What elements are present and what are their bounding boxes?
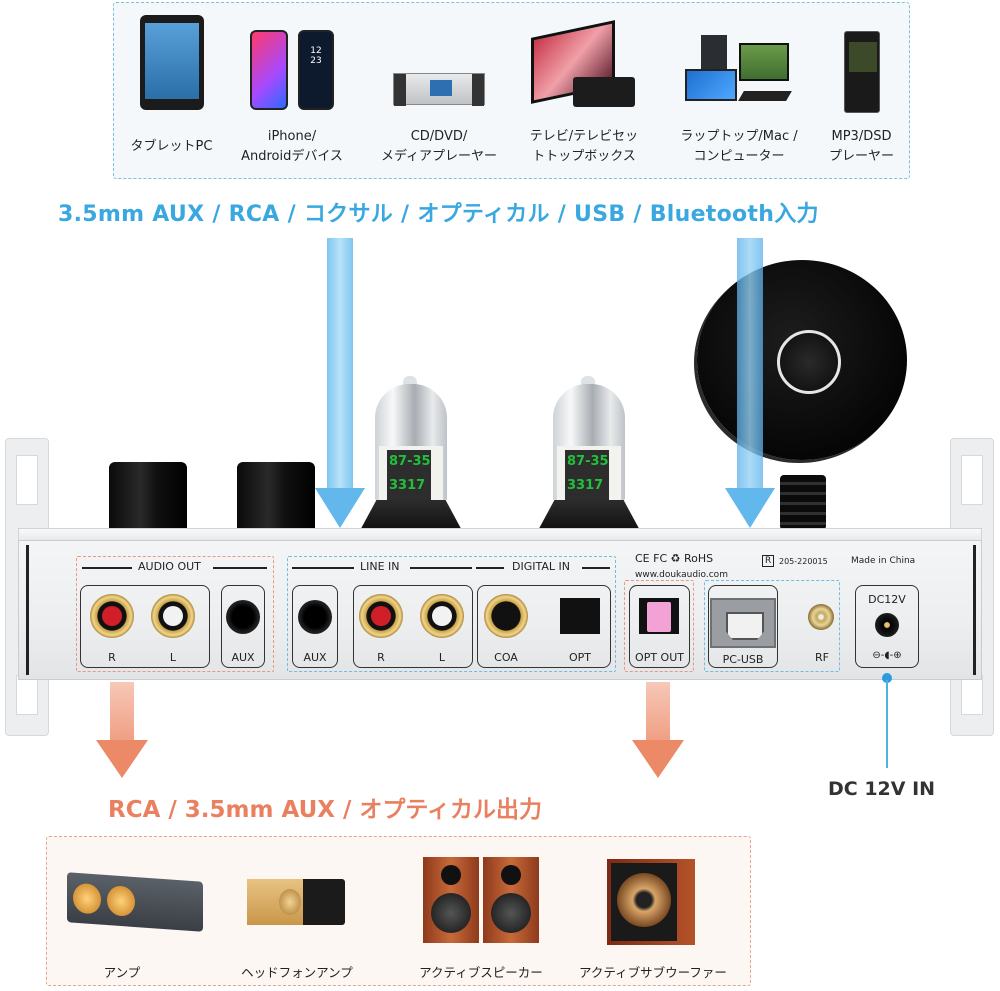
- line-in-title: LINE IN: [360, 560, 400, 573]
- opt-out-label: OPT OUT: [635, 651, 684, 664]
- tube-print-bottom: 3317: [389, 478, 426, 493]
- line-in-l-label: L: [438, 651, 446, 664]
- rf-label: RF: [815, 651, 829, 664]
- audio-out-aux-jack[interactable]: [226, 600, 260, 634]
- output-arrow-right: [646, 682, 670, 742]
- source-label: MP3/DSD: [831, 129, 892, 144]
- destination-label: アクティブサブウーファー: [579, 965, 727, 980]
- line-digital-in-group: [287, 556, 616, 672]
- headphone-amp-icon: [247, 879, 345, 925]
- website-text: www.doukaudio.com: [635, 570, 728, 580]
- source-label: ラップトップ/Mac /: [680, 129, 798, 144]
- source-tv-settop-box: テレビ/テレビセッ トトップボックス: [514, 3, 654, 178]
- tube-print-top: 87-35: [567, 454, 609, 469]
- pc-usb-label: PC-USB: [722, 653, 764, 666]
- audio-out-l-rca[interactable]: [151, 594, 195, 638]
- digital-in-title: DIGITAL IN: [512, 560, 570, 573]
- subwoofer-icon: [607, 859, 695, 945]
- source-label: プレーヤー: [828, 149, 894, 164]
- destination-label: ヘッドフォンアンプ: [241, 965, 353, 980]
- dc-polarity-icon: ⊖-◖-⊕: [872, 650, 902, 661]
- source-cd-dvd-player: CD/DVD/ メディアプレーヤー: [369, 3, 509, 178]
- volume-knob: [109, 462, 187, 530]
- audio-out-aux-label: AUX: [231, 651, 255, 664]
- arrow-down-icon: [632, 740, 684, 778]
- digital-in-optical[interactable]: [560, 598, 600, 634]
- output-heading: RCA / 3.5mm AUX / オプティカル出力: [108, 797, 543, 823]
- input-selector-knob: [237, 462, 315, 530]
- dc-label: DC12V: [868, 593, 906, 606]
- reg-mark: R: [762, 555, 775, 567]
- source-label: テレビ/テレビセッ: [529, 129, 639, 144]
- optical-label: OPT: [568, 651, 591, 664]
- output-arrow-left: [110, 682, 134, 742]
- dc-heading: DC 12V IN: [828, 778, 936, 800]
- audio-out-group: [76, 556, 274, 672]
- source-label: トトップボックス: [532, 149, 636, 164]
- source-label: タブレットPC: [130, 139, 213, 154]
- tablet-icon: [139, 15, 204, 110]
- source-label: iPhone/: [267, 129, 317, 144]
- pc-usb-port[interactable]: [710, 598, 776, 648]
- optical-out-port[interactable]: [639, 598, 679, 634]
- coaxial-label: COA: [494, 651, 518, 664]
- input-arrow-right: [737, 238, 763, 490]
- usb-rf-group: [704, 580, 840, 672]
- bluetooth-button-icon: [777, 330, 841, 394]
- bluetooth-antenna-stem: [780, 475, 826, 530]
- rf-antenna-connector[interactable]: [808, 604, 834, 630]
- registration-number: 205-220015: [779, 557, 828, 566]
- input-heading: 3.5mm AUX / RCA / コクサル / オプティカル / USB / …: [58, 202, 819, 227]
- made-in-label: Made in China: [851, 556, 916, 566]
- vacuum-tube-right: 87-35 3317: [535, 376, 643, 536]
- arrow-down-icon: [96, 740, 148, 778]
- source-label: Androidデバイス: [241, 149, 343, 164]
- tv-settop-box-icon: [529, 20, 639, 113]
- source-label: コンピューター: [693, 149, 785, 164]
- line-in-r-label: R: [377, 651, 385, 664]
- tube-print-bottom: 3317: [567, 478, 604, 493]
- certification-marks: CE FC ♻ RoHS: [635, 552, 714, 565]
- opt-out-group: [624, 580, 694, 672]
- dc-callout-dot: [882, 673, 892, 683]
- destination-label: アクティブスピーカー: [419, 965, 543, 980]
- line-in-aux-jack[interactable]: [298, 600, 332, 634]
- line-in-l-rca[interactable]: [420, 594, 464, 638]
- arrow-down-icon: [725, 488, 775, 528]
- amplifier-icon: [67, 872, 203, 932]
- audio-out-r-rca[interactable]: [90, 594, 134, 638]
- tube-print-top: 87-35: [389, 454, 431, 469]
- digital-in-coaxial[interactable]: [484, 594, 528, 638]
- audio-out-title: AUDIO OUT: [138, 560, 201, 573]
- audio-out-l-label: L: [169, 651, 177, 664]
- source-label: CD/DVD/: [410, 129, 468, 144]
- line-in-aux-label: AUX: [303, 651, 327, 664]
- dc-power-jack[interactable]: [875, 613, 899, 637]
- computer-icon: [683, 35, 795, 107]
- arrow-down-icon: [315, 488, 365, 528]
- active-speakers-icon: [423, 857, 539, 943]
- source-computer: ラップトップ/Mac / コンピューター: [674, 3, 804, 178]
- destination-label: アンプ: [103, 965, 141, 980]
- input-arrow-left: [327, 238, 353, 490]
- mp3-player-icon: [843, 31, 880, 113]
- source-tablet: タブレットPC: [114, 3, 229, 178]
- output-destinations-panel: アンプ ヘッドフォンアンプ アクティブスピーカー アクティブサブウーファー: [46, 836, 751, 986]
- source-label: メディアプレーヤー: [380, 149, 498, 164]
- media-player-icon: [393, 73, 485, 106]
- dc-callout-line: [886, 680, 888, 768]
- vacuum-tube-left: 87-35 3317: [357, 376, 465, 536]
- source-mp3-player: MP3/DSD プレーヤー: [814, 3, 909, 178]
- line-in-r-rca[interactable]: [359, 594, 403, 638]
- audio-out-r-label: R: [108, 651, 116, 664]
